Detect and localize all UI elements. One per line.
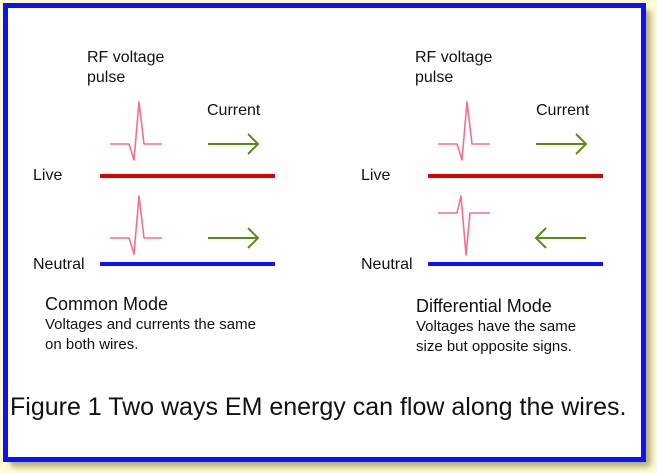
pulse-label-line1: RF voltage (87, 49, 165, 66)
current-label: Current (207, 102, 261, 119)
neutral-wire-label: Neutral (33, 256, 85, 273)
neutral-current-arrow-head (534, 227, 547, 249)
pulse-label-line2: pulse (415, 69, 454, 86)
neutral-current-arrow-head (247, 227, 260, 249)
neutral-current-arrow (534, 227, 586, 249)
figure-frame (3, 3, 646, 462)
figure-caption: Figure 1 Two ways EM energy can flow alo… (10, 393, 627, 421)
live-current-arrow-head (575, 133, 588, 155)
live-current-arrow-head (247, 133, 260, 155)
live-wire-label: Live (33, 167, 63, 184)
differential-mode-diagram (428, 101, 603, 266)
live-current-arrow (208, 133, 260, 155)
neutral-current-arrow (208, 227, 260, 249)
live-voltage-pulse (438, 101, 490, 161)
current-label: Current (536, 102, 590, 119)
common-mode-description: Voltages and currents the same on both w… (45, 316, 256, 353)
neutral-voltage-pulse (110, 195, 162, 255)
differential-mode-title: Differential Mode (416, 296, 552, 316)
differential-mode-description: Voltages have the same size but opposite… (416, 318, 577, 355)
common-mode-diagram (100, 101, 275, 266)
live-current-arrow (536, 133, 588, 155)
pulse-label-line2: pulse (87, 69, 126, 86)
live-voltage-pulse (110, 101, 162, 161)
common-mode-title: Common Mode (45, 294, 169, 314)
pulse-label-line1: RF voltage (415, 49, 493, 66)
neutral-wire-label: Neutral (361, 256, 413, 273)
live-wire-label: Live (361, 167, 391, 184)
neutral-voltage-pulse (438, 195, 490, 256)
